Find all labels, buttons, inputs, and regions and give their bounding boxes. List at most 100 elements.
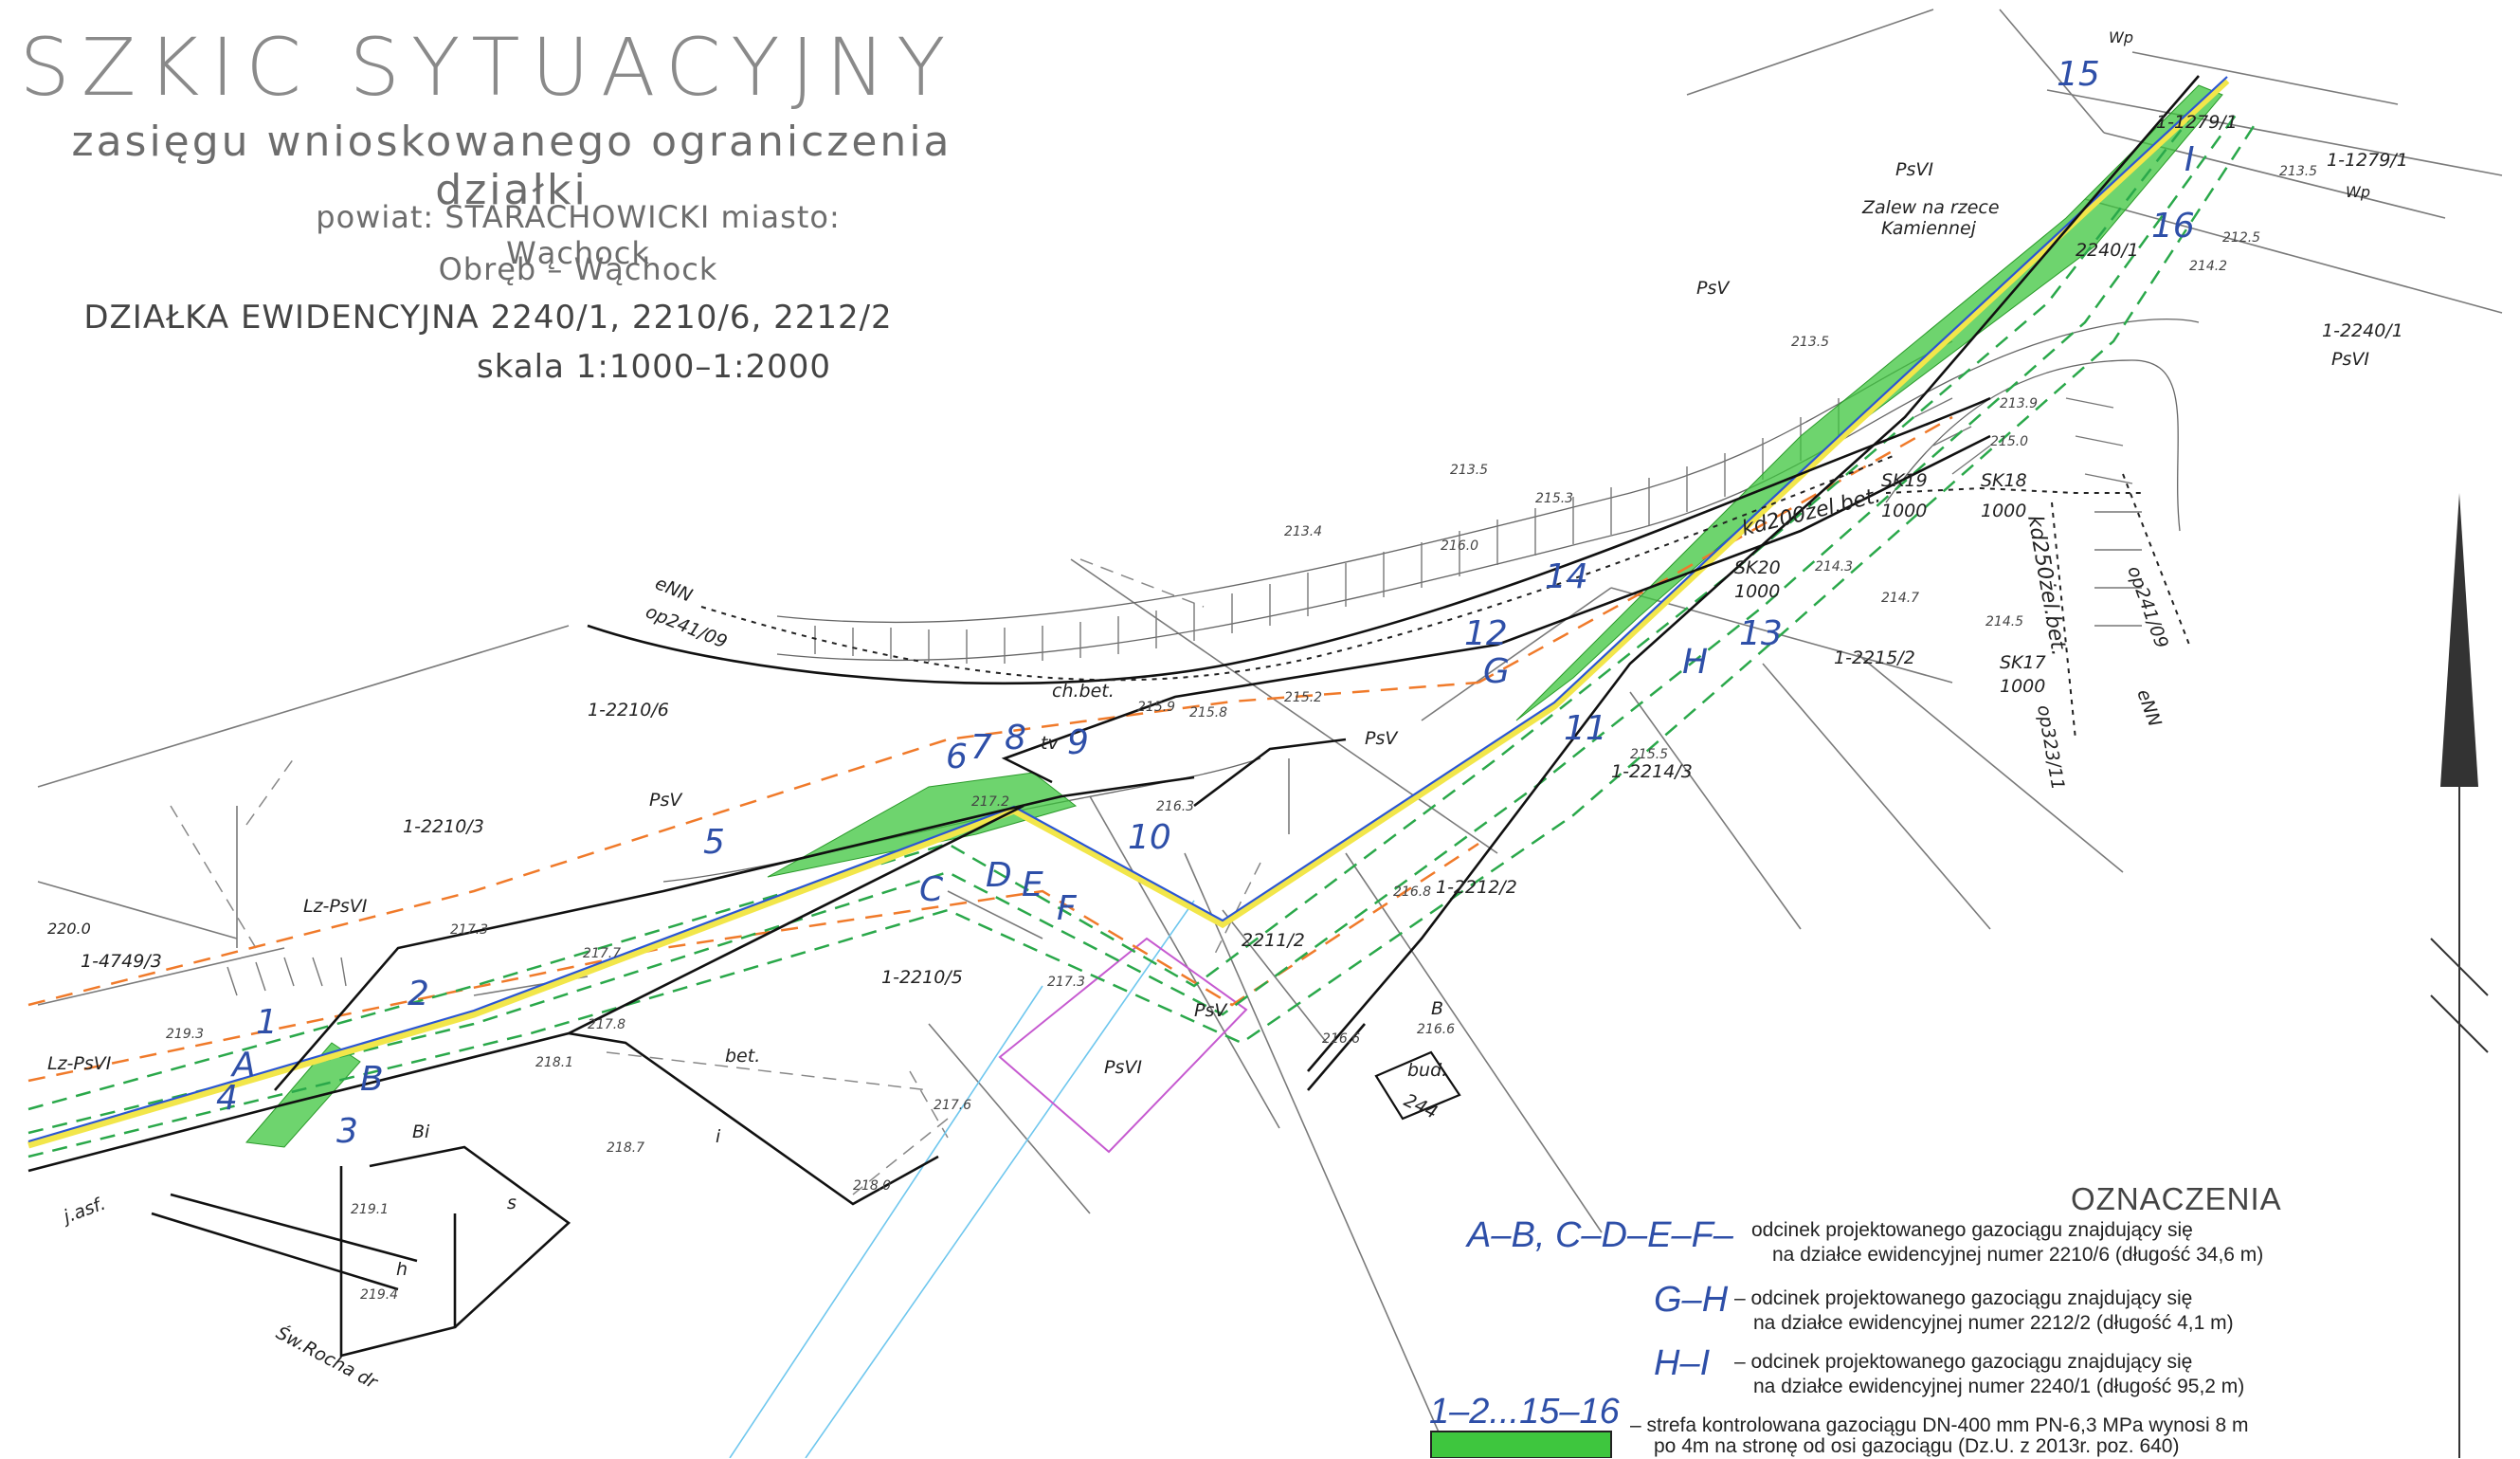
elevation-labels: 213.5 214.2 212.5 213.5 213.4 213.5 215.… <box>166 164 2317 1303</box>
embankment-hatching <box>662 319 2200 883</box>
map-text: Wp 1-1279/1 1-1279/1 Wp PsVI Zalew na rz… <box>47 28 2408 1394</box>
legend-key-zone: 1–2...15–16 <box>1429 1392 1620 1432</box>
legend-text: po 4m na stronę od osi gazociągu (Dz.U. … <box>1654 1435 2180 1457</box>
legend-title: OZNACZENIA <box>2071 1181 2282 1216</box>
point-B: B <box>360 1060 384 1099</box>
svg-text:217.6: 217.6 <box>934 1098 971 1113</box>
gas-pipeline <box>27 76 2230 1149</box>
legend-text: na działce ewidencyjnej numer 2210/6 (dł… <box>1772 1244 2264 1266</box>
black-dashed-lines <box>700 454 2190 740</box>
embankment-ticks <box>227 397 2142 996</box>
label: h <box>396 1259 408 1280</box>
label: eNN <box>2132 686 2165 729</box>
label: op323/11 <box>2033 703 2068 792</box>
point-13: 13 <box>1739 614 1783 653</box>
svg-text:215.3: 215.3 <box>1535 491 1573 506</box>
label: Lz-PsVI <box>47 1053 112 1074</box>
label: Bi <box>412 1122 430 1142</box>
label: PsVI <box>2331 349 2369 370</box>
title-location: powiat: STARACHOWICKI miasto: Wąchock <box>316 199 841 271</box>
legend-text: – odcinek projektowanego gazociągu znajd… <box>1734 1287 2193 1309</box>
orange-dashed <box>27 415 1953 1083</box>
point-15: 15 <box>2057 55 2100 94</box>
point-14: 14 <box>1545 557 1588 596</box>
svg-text:215.5: 215.5 <box>1630 747 1668 762</box>
svg-text:216.6: 216.6 <box>1417 1022 1455 1037</box>
point-3: 3 <box>336 1112 358 1151</box>
point-16: 16 <box>2151 207 2195 246</box>
label: 220.0 <box>47 920 91 938</box>
svg-text:218.1: 218.1 <box>535 1055 573 1070</box>
svg-text:219.4: 219.4 <box>360 1287 398 1303</box>
point-10: 10 <box>1128 818 1171 857</box>
title-district: Obręb – Wąchock <box>438 251 718 287</box>
svg-text:214.7: 214.7 <box>1881 591 1919 606</box>
label: 2211/2 <box>1242 930 1305 951</box>
title-parcels: DZIAŁKA EWIDENCYJNA 2240/1, 2210/6, 2212… <box>83 299 893 337</box>
point-7: 7 <box>970 728 992 767</box>
point-H: H <box>1682 643 1708 682</box>
north-arrow-icon <box>2430 493 2489 1458</box>
legend-text: na działce ewidencyjnej numer 2240/1 (dł… <box>1753 1376 2245 1397</box>
label: 1000 <box>1881 501 1927 521</box>
point-D: D <box>986 856 1012 895</box>
svg-text:213.5: 213.5 <box>1450 463 1488 478</box>
label: SK17 <box>2000 652 2046 673</box>
point-9: 9 <box>1067 723 1089 762</box>
water-lines <box>729 900 1195 1458</box>
svg-text:214.3: 214.3 <box>1815 559 1853 574</box>
green-dashed <box>27 94 2257 1158</box>
utility-lines <box>27 75 2200 1358</box>
label: PsV <box>649 790 683 811</box>
title-main: SZKIC SYTUACYJNY <box>19 21 957 114</box>
label: j.asf. <box>58 1194 108 1229</box>
svg-text:213.9: 213.9 <box>2000 396 2038 411</box>
label: 1000 <box>2000 676 2045 697</box>
dashed-boundaries <box>170 558 1261 1195</box>
point-F: F <box>1057 889 1078 928</box>
svg-text:216.6: 216.6 <box>1322 1031 1360 1047</box>
svg-text:216.0: 216.0 <box>1441 538 1478 554</box>
label: SK20 <box>1734 557 1781 578</box>
label: PsVI <box>1104 1057 1142 1078</box>
svg-text:217.8: 217.8 <box>588 1017 625 1032</box>
legend-text: na działce ewidencyjnej numer 2212/2 (dł… <box>1753 1312 2234 1334</box>
title-subtitle: zasięgu wnioskowanego ograniczenia dział… <box>71 118 952 214</box>
svg-text:212.5: 212.5 <box>2222 230 2260 246</box>
label: 1-1279/1 <box>2156 112 2238 133</box>
svg-text:219.3: 219.3 <box>166 1027 204 1042</box>
point-8: 8 <box>1005 719 1026 757</box>
point-6: 6 <box>946 738 968 776</box>
label: Wp <box>2346 183 2370 201</box>
label: Św.Rocha dr <box>273 1321 383 1394</box>
label: s <box>507 1193 517 1213</box>
point-C: C <box>919 870 944 909</box>
label: 1-2210/5 <box>881 967 963 988</box>
svg-text:215.2: 215.2 <box>1284 690 1322 705</box>
label: bud. <box>1407 1060 1447 1081</box>
label: kd250żel.bet. <box>2022 514 2071 658</box>
svg-text:214.2: 214.2 <box>2189 259 2227 274</box>
point-5: 5 <box>703 823 725 862</box>
point-I: I <box>2185 140 2195 179</box>
svg-text:215.8: 215.8 <box>1189 705 1227 720</box>
label: SK18 <box>1981 470 2027 491</box>
label: 244 <box>1401 1090 1441 1123</box>
building-244 <box>1374 1050 1461 1121</box>
label: bet. <box>725 1046 760 1067</box>
label: 1-2215/2 <box>1834 647 1915 668</box>
label: ch.bet. <box>1052 681 1115 702</box>
point-11: 11 <box>1564 709 1607 748</box>
label: i <box>716 1126 721 1147</box>
svg-text:218.7: 218.7 <box>607 1140 644 1156</box>
svg-text:218.0: 218.0 <box>853 1178 891 1194</box>
svg-text:217.2: 217.2 <box>971 794 1009 810</box>
point-12: 12 <box>1464 614 1508 653</box>
legend-zone-swatch <box>1430 1431 1612 1458</box>
svg-text:216.3: 216.3 <box>1156 799 1194 814</box>
label: Lz-PsVI <box>303 896 368 917</box>
svg-text:219.1: 219.1 <box>351 1202 389 1217</box>
label: 1-2212/2 <box>1436 877 1517 898</box>
point-4: 4 <box>216 1079 238 1118</box>
